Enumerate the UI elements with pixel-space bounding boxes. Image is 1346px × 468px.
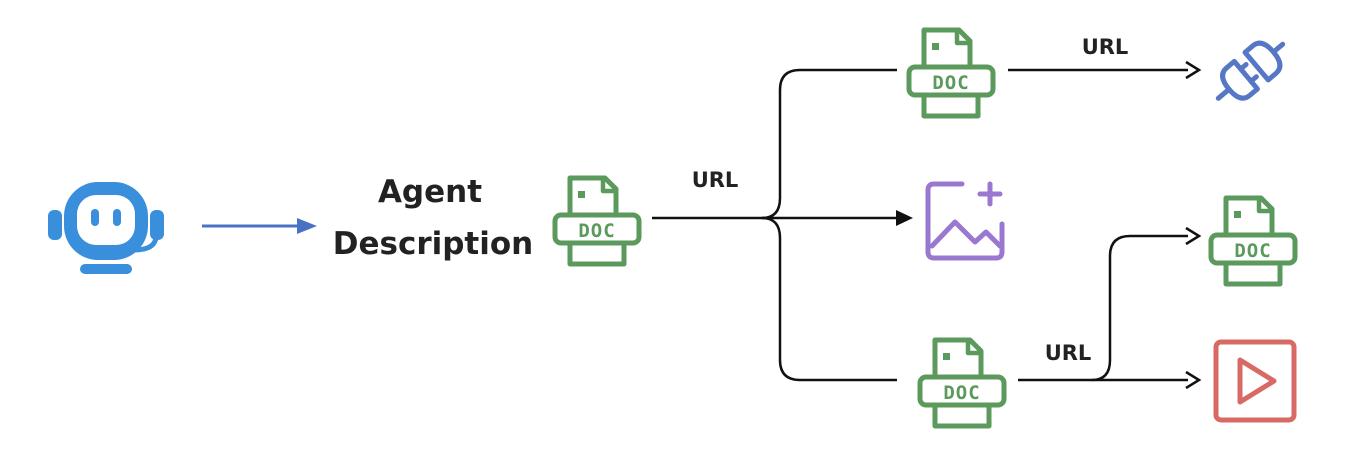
- url-label-bottom: URL: [1045, 341, 1092, 365]
- doc-icon-top-label: DOC: [932, 72, 969, 94]
- top-doc-to-plug-arrow: [1008, 60, 1202, 80]
- video-play-icon: [1213, 339, 1297, 423]
- doc-icon-center-label: DOC: [578, 220, 615, 242]
- doc-icon-right-label: DOC: [1234, 240, 1271, 262]
- url-label-top: URL: [1082, 35, 1129, 59]
- agent-description-label-line1: Agent: [378, 174, 482, 210]
- doc-icon-center: DOC: [555, 178, 639, 264]
- agent-description-label-line2: Description: [333, 226, 534, 262]
- url-label-main: URL: [692, 168, 739, 192]
- image-add-icon: [925, 181, 1005, 261]
- agent-robot-icon: [48, 182, 164, 274]
- branch-connectors: [652, 68, 897, 382]
- bottom-doc-branch-connectors: [1018, 226, 1202, 390]
- arrowhead-to-image: [896, 210, 913, 226]
- doc-icon-top: DOC: [909, 30, 993, 116]
- doc-icon-bottom: DOC: [920, 340, 1004, 426]
- doc-icon-right: DOC: [1211, 198, 1295, 284]
- plug-icon: [1215, 40, 1286, 101]
- doc-icon-bottom-label: DOC: [943, 382, 980, 404]
- agent-to-description-arrow: [202, 218, 317, 234]
